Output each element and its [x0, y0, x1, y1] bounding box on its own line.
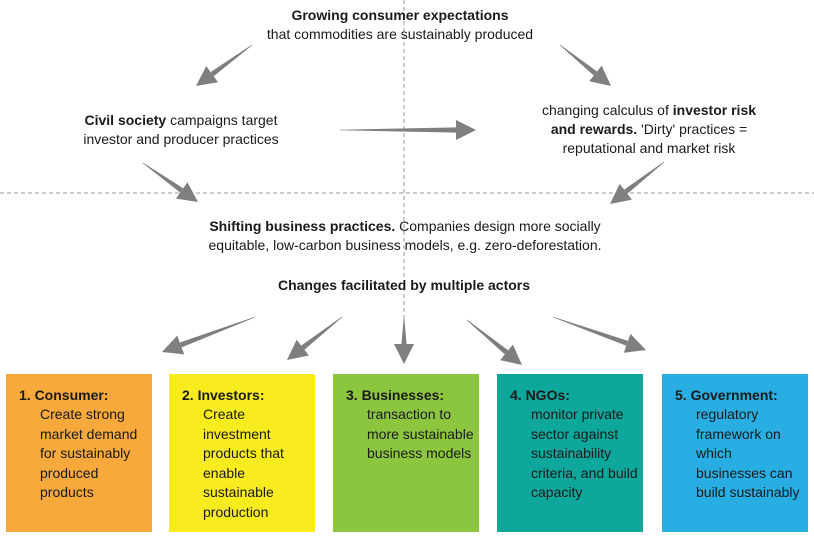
arrow-to-businesses-shaft — [401, 318, 407, 344]
arrow-to-investors — [287, 316, 343, 360]
changes-heading: Changes facilitated by multiple actors — [200, 276, 608, 295]
arrow-civil-to-practices — [142, 162, 198, 202]
investors-heading: 2. Investors: — [182, 387, 265, 403]
consumer-expectations-title: Growing consumer expectations — [291, 7, 509, 23]
actor-box-consumer: 1. Consumer: Create strong market demand… — [6, 374, 152, 532]
investor-risk-line2: 'Dirty' practices = — [637, 121, 748, 137]
shifting-practices-line2: equitable, low-carbon business models, e… — [208, 237, 602, 253]
actor-box-ngos: 4. NGOs: monitor private sector against … — [497, 374, 643, 532]
arrow-to-ngos-shaft — [466, 319, 509, 355]
businesses-body: transaction to more sustainable business… — [367, 406, 474, 461]
civil-society-text: Civil society campaigns target investor … — [50, 111, 312, 149]
arrow-investor-to-practices-head — [610, 183, 632, 204]
consumer-expectations-text: Growing consumer expectations that commo… — [200, 6, 600, 44]
consumer-heading: 1. Consumer: — [19, 387, 109, 403]
actor-box-investors: 2. Investors: Create investment products… — [169, 374, 315, 532]
government-heading: 5. Government: — [675, 387, 778, 403]
arrow-civil-to-practices-head — [175, 182, 198, 202]
investors-body: Create investment products that enable s… — [203, 406, 284, 520]
government-body: regulatory framework on which businesses… — [696, 406, 800, 500]
consumer-expectations-subtitle: that commodities are sustainably produce… — [266, 26, 534, 42]
arrow-investor-to-practices-shaft — [624, 161, 665, 194]
ngos-heading: 4. NGOs: — [510, 387, 570, 403]
arrow-to-civil-society — [196, 44, 253, 86]
arrow-to-government — [552, 316, 646, 353]
arrow-to-civil-society-head — [196, 66, 219, 86]
arrow-to-government-head — [623, 333, 646, 353]
civil-society-line2: investor and producer practices — [83, 131, 279, 147]
arrow-to-investors-head — [287, 339, 309, 360]
arrow-to-ngos-head — [500, 344, 522, 365]
arrow-to-government-shaft — [552, 316, 629, 346]
arrow-to-investors-shaft — [301, 316, 343, 350]
arrow-to-consumer — [162, 316, 256, 355]
arrow-investor-to-practices — [610, 161, 665, 204]
arrow-to-ngos — [466, 319, 522, 365]
changes-heading-text: Changes facilitated by multiple actors — [277, 277, 531, 293]
investor-risk-line1: changing calculus of — [541, 102, 673, 118]
arrow-to-consumer-head — [162, 335, 185, 355]
investor-risk-text: changing calculus of investor risk and r… — [510, 101, 788, 158]
arrow-to-civil-society-shaft — [210, 44, 253, 77]
actor-box-government: 5. Government: regulatory framework on w… — [662, 374, 808, 532]
shifting-practices-text: Shifting business practices. Companies d… — [150, 217, 660, 255]
businesses-heading: 3. Businesses: — [346, 387, 445, 403]
shifting-practices-title: Shifting business practices. — [209, 218, 396, 234]
investor-rewards-bold: and rewards. — [550, 121, 638, 137]
civil-society-label: Civil society — [84, 112, 167, 128]
arrows — [142, 44, 665, 365]
arrow-to-investor-risk — [559, 44, 611, 86]
consumer-body: Create strong market demand for sustaina… — [40, 406, 138, 500]
arrow-to-investor-risk-shaft — [559, 44, 598, 76]
civil-society-line1: campaigns target — [166, 112, 278, 128]
arrow-civil-to-practices-shaft — [142, 162, 184, 193]
shifting-practices-line1: Companies design more socially — [395, 218, 601, 234]
arrow-civil-to-investor-shaft — [340, 127, 456, 133]
ngos-body: monitor private sector against sustainab… — [531, 406, 638, 500]
investor-risk-line3: reputational and market risk — [562, 140, 736, 156]
arrow-to-businesses-head — [394, 344, 414, 364]
arrow-civil-to-investor — [340, 120, 476, 140]
investor-risk-bold: investor risk — [672, 102, 757, 118]
arrow-to-businesses — [394, 318, 414, 364]
arrow-civil-to-investor-head — [456, 120, 476, 140]
arrow-to-consumer-shaft — [179, 316, 256, 348]
arrow-to-investor-risk-head — [589, 65, 611, 86]
actor-box-businesses: 3. Businesses: transaction to more susta… — [333, 374, 479, 532]
